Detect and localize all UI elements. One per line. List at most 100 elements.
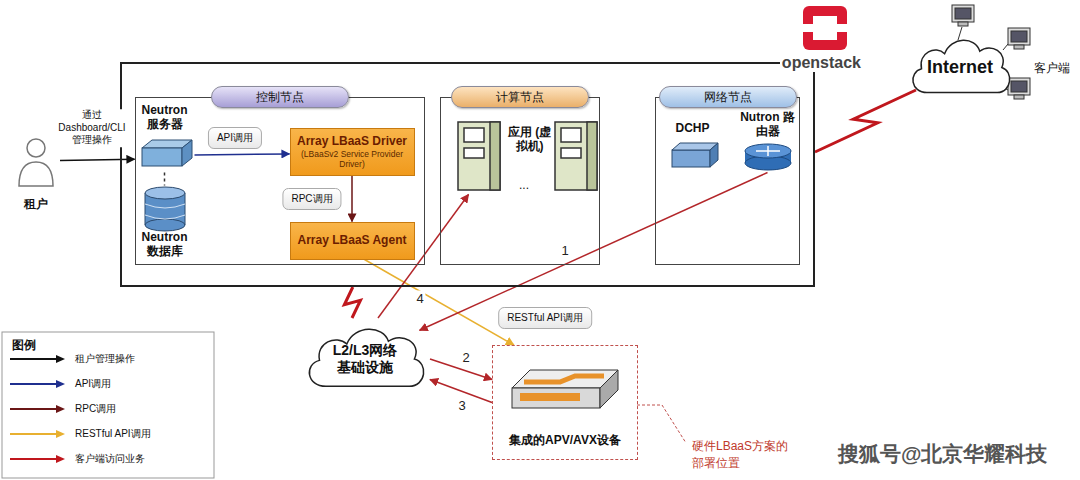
database-icon-part bbox=[185, 193, 186, 225]
client-computers-part bbox=[1014, 95, 1024, 99]
legend-head bbox=[56, 455, 65, 463]
database-icon bbox=[145, 187, 185, 231]
controller-group: Neutron 服务器 Neutron 数据库 Array LBaaS Driver… bbox=[135, 97, 425, 265]
node-title: 计算节点 bbox=[451, 86, 589, 108]
legend-text: RESTful API调用 bbox=[75, 428, 151, 440]
legend-frame bbox=[2, 332, 214, 478]
client-computers-part bbox=[1003, 44, 1008, 50]
tenant-icon bbox=[19, 139, 53, 186]
label-holder: L2/L3网络 基础设施 bbox=[300, 318, 430, 400]
client-computers-part bbox=[1014, 45, 1024, 49]
text-label: ... bbox=[519, 178, 543, 192]
tenant-icon-part bbox=[27, 139, 45, 157]
lightning-link bbox=[344, 287, 360, 318]
callout-number: 1 bbox=[559, 243, 570, 258]
client-computers-part bbox=[958, 22, 968, 26]
driver-box: Array LBaaS Driver(LBaaSv2 Service Provi… bbox=[290, 128, 415, 176]
apv-device-part bbox=[524, 376, 604, 382]
connector bbox=[420, 173, 768, 331]
client-computers-part bbox=[958, 27, 962, 40]
apv-device-part bbox=[512, 388, 600, 408]
vm-server-icons-part bbox=[587, 122, 597, 190]
label-holder: Internet bbox=[905, 30, 1015, 105]
client-computers-part bbox=[1011, 81, 1027, 92]
callout-number: 3 bbox=[456, 398, 467, 413]
legend-head bbox=[56, 380, 65, 388]
vm-server-icons-part bbox=[464, 148, 484, 158]
label-holder: 集成的APV/AVX设备 bbox=[493, 433, 637, 447]
client-computers-part bbox=[1008, 78, 1030, 95]
vm-server-icons-part bbox=[458, 122, 500, 190]
client-computers-part bbox=[1011, 31, 1027, 42]
label-holder: Nutron 路由器 bbox=[738, 110, 798, 139]
database-icon-part bbox=[145, 219, 185, 231]
dhcp-icon-part bbox=[672, 150, 710, 167]
node-subtitle: (LBaaSv2 Service Provider Driver) bbox=[295, 149, 410, 169]
internet-cloud: Internet bbox=[905, 30, 1015, 105]
lightning-link bbox=[815, 90, 916, 152]
node-title: DCHP bbox=[668, 121, 718, 135]
router-icon-part bbox=[745, 144, 791, 158]
node-title: Internet bbox=[927, 57, 993, 79]
edge-label: API调用 bbox=[208, 127, 262, 149]
legend-arrow bbox=[10, 404, 65, 414]
label-holder: Neutron 服务器 bbox=[135, 103, 195, 132]
database-icon-part bbox=[145, 215, 185, 219]
server-icon bbox=[142, 140, 192, 166]
client-computers-part bbox=[952, 5, 974, 22]
callout-number: 2 bbox=[460, 350, 471, 365]
legend-arrow bbox=[10, 379, 65, 389]
database-icon-part bbox=[145, 187, 185, 199]
legend-line bbox=[10, 408, 58, 410]
legend-text: 客户端访问业务 bbox=[75, 453, 145, 465]
vm-server-icons-part bbox=[561, 148, 581, 158]
node-title: 控制节点 bbox=[211, 86, 349, 108]
cloud-outline bbox=[309, 329, 423, 386]
legend-text: API调用 bbox=[75, 378, 111, 390]
legend-entry: RESTful API调用 bbox=[10, 428, 151, 440]
router-icon bbox=[745, 144, 791, 170]
connector bbox=[351, 176, 353, 222]
leader-line bbox=[637, 405, 686, 443]
database-icon-part bbox=[145, 193, 146, 225]
server-icon-part bbox=[142, 148, 182, 166]
node-title: Array LBaaS Driver bbox=[297, 134, 407, 148]
device-box: 集成的APV/AVX设备 bbox=[492, 345, 638, 460]
label-holder: Neutron 数据库 bbox=[138, 230, 192, 259]
connector bbox=[164, 173, 166, 186]
vm-server-icons-part bbox=[464, 128, 484, 142]
node-title: 应用 (虚拟机) bbox=[504, 125, 556, 154]
router-icon-part bbox=[756, 146, 780, 156]
legend-title: 图例 bbox=[12, 337, 52, 354]
cloud-outline bbox=[913, 40, 1010, 92]
legend-line bbox=[10, 458, 58, 460]
edge-label: RPC调用 bbox=[282, 188, 341, 210]
legend-entry: 客户端访问业务 bbox=[10, 453, 145, 465]
server-node: Neutron 服务器 bbox=[135, 103, 195, 173]
node-title: Array LBaaS Agent bbox=[298, 233, 407, 247]
legend-arrow bbox=[10, 454, 65, 464]
openstack-logo-part bbox=[803, 6, 847, 50]
dhcp-icon bbox=[672, 143, 718, 167]
legend-text: 租户管理操作 bbox=[75, 353, 135, 365]
node-title: Neutron 服务器 bbox=[135, 103, 195, 132]
legend-entry: API调用 bbox=[10, 378, 111, 390]
dhcp-node: DCHP bbox=[668, 117, 718, 169]
label-holder: 租户 bbox=[12, 197, 60, 211]
node-title: 租户 bbox=[12, 197, 60, 211]
node-title: L2/L3网络 基础设施 bbox=[323, 342, 407, 376]
label-holder: 应用 (虚拟机) bbox=[504, 125, 556, 154]
callout-note: 硬件LBaaS方案的部署位置 bbox=[692, 438, 792, 472]
apv-device bbox=[512, 370, 618, 408]
legend-arrow bbox=[10, 354, 65, 364]
network-group: DCHPNutron 路由器网络节点 bbox=[655, 97, 800, 265]
text-label: 客户端 bbox=[1034, 60, 1078, 77]
vm-server-icons-part bbox=[555, 122, 597, 190]
connector bbox=[195, 154, 290, 155]
node-title: openstack bbox=[780, 53, 863, 72]
openstack-region: Neutron 服务器 Neutron 数据库 Array LBaaS Driver… bbox=[120, 62, 815, 287]
openstack-logo bbox=[803, 6, 847, 50]
database-node: Neutron 数据库 bbox=[138, 186, 192, 262]
